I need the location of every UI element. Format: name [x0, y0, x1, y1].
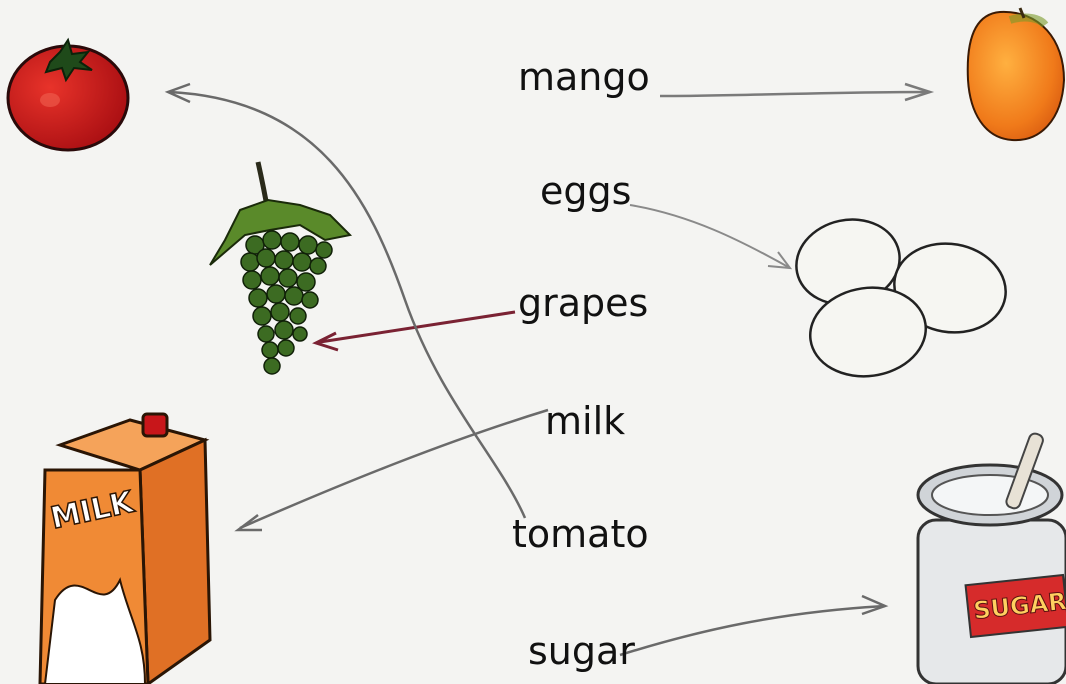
sugar-jar-picture: SUGAR: [918, 432, 1066, 684]
tomato-picture: [8, 40, 128, 150]
word-grapes: grapes: [518, 284, 648, 322]
word-milk: milk: [545, 402, 625, 440]
word-mango: mango: [518, 58, 650, 96]
match-line-grapes: [316, 312, 515, 350]
milk-carton-picture: MILK: [40, 414, 210, 684]
match-line-milk: [238, 410, 548, 530]
match-line-mango: [660, 84, 930, 100]
word-eggs: eggs: [540, 172, 631, 210]
word-sugar: sugar: [528, 632, 635, 670]
match-line-tomato: [168, 84, 525, 518]
eggs-picture: [788, 210, 1012, 384]
word-tomato: tomato: [512, 515, 649, 553]
match-line-sugar: [620, 596, 885, 655]
match-line-eggs: [630, 205, 790, 268]
grapes-picture: [210, 162, 350, 374]
mango-picture: [968, 8, 1064, 140]
